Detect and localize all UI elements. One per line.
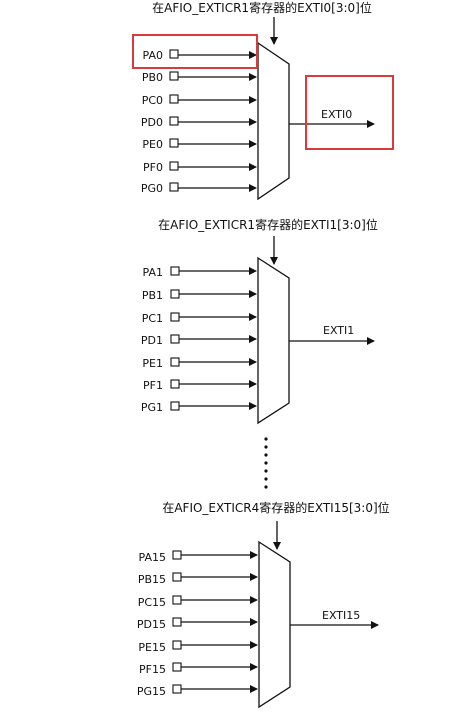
- pin-square-icon: [172, 662, 182, 672]
- pin-square-icon: [169, 138, 179, 148]
- input-pin-row: PB0: [142, 71, 257, 84]
- pin-square-icon: [170, 289, 180, 299]
- input-pin-row: PG15: [137, 684, 258, 698]
- pin-square-icon: [170, 357, 180, 367]
- input-pin-row: PF15: [139, 662, 258, 676]
- pin-square-icon: [172, 550, 182, 560]
- pin-square-icon: [169, 49, 179, 59]
- input-pin-row: PC15: [138, 595, 258, 609]
- block-title: 在AFIO_EXTICR1寄存器的EXTI1[3:0]位: [158, 217, 378, 232]
- pin-square-icon: [169, 116, 179, 126]
- pin-square-icon: [172, 640, 182, 650]
- multiplexer: [258, 540, 291, 709]
- pin-square-icon: [170, 401, 180, 411]
- input-pin-row: PA1: [143, 266, 257, 279]
- pin-label: PA1: [143, 266, 163, 279]
- pin-label: PB15: [138, 573, 166, 586]
- output-label: EXTI1: [323, 324, 354, 337]
- input-pin-row: PB15: [138, 572, 258, 586]
- input-pin-row: PD0: [141, 116, 257, 129]
- input-pin-row: PA0: [143, 49, 257, 62]
- pin-square-icon: [169, 161, 179, 171]
- input-pin-row: PC0: [142, 94, 257, 107]
- mux-block-exti15: 在AFIO_EXTICR4寄存器的EXTI15[3:0]位 EXTI15 PA1…: [137, 500, 390, 709]
- input-pin-row: PG1: [141, 401, 257, 414]
- pin-label: PG15: [137, 685, 166, 698]
- pin-label: PC0: [142, 94, 163, 107]
- input-pin-row: PG0: [141, 182, 257, 195]
- input-pin-row: PE1: [142, 357, 257, 370]
- pin-square-icon: [169, 182, 179, 192]
- pin-label: PB1: [142, 289, 163, 302]
- mux-block-exti1: 在AFIO_EXTICR1寄存器的EXTI1[3:0]位 EXTI1 PA1 P…: [141, 217, 378, 425]
- input-pin-row: PE15: [138, 640, 258, 654]
- pin-label: PC1: [142, 312, 163, 325]
- highlight-box-pa0: [132, 34, 258, 69]
- pin-label: PC15: [138, 596, 166, 609]
- multiplexer: [257, 256, 290, 425]
- input-pin-row: PE0: [142, 138, 257, 151]
- pin-square-icon: [170, 379, 180, 389]
- input-pin-row: PF0: [143, 161, 257, 174]
- pin-square-icon: [170, 334, 180, 344]
- ellipsis-dots: [264, 437, 268, 489]
- pin-label: PA0: [143, 49, 163, 62]
- pin-square-icon: [172, 595, 182, 605]
- pin-square-icon: [169, 71, 179, 81]
- input-pin-row: PD1: [141, 334, 257, 347]
- pin-label: PD0: [141, 116, 163, 129]
- pin-label: PF1: [143, 379, 163, 392]
- pin-label: PG0: [141, 182, 163, 195]
- output-label: EXTI15: [322, 609, 360, 622]
- pin-label: PD1: [141, 334, 163, 347]
- pin-label: PE0: [142, 138, 163, 151]
- pin-label: PG1: [141, 401, 163, 414]
- pin-label: PF0: [143, 161, 163, 174]
- input-pin-row: PA15: [139, 550, 258, 564]
- input-pin-row: PD15: [137, 617, 258, 631]
- pin-square-icon: [172, 684, 182, 694]
- block-title: 在AFIO_EXTICR4寄存器的EXTI15[3:0]位: [162, 500, 389, 515]
- mux-block-exti0: 在AFIO_EXTICR1寄存器的EXTI0[3:0]位 EXTI0 PA0 P…: [132, 0, 394, 201]
- pin-square-icon: [172, 572, 182, 582]
- pin-label: PA15: [139, 551, 166, 564]
- pin-square-icon: [170, 312, 180, 322]
- pin-square-icon: [170, 266, 180, 276]
- input-pin-row: PC1: [142, 312, 257, 325]
- pin-label: PD15: [137, 618, 166, 631]
- pin-label: PE15: [138, 641, 166, 654]
- multiplexer: [257, 41, 290, 201]
- input-pin-row: PB1: [142, 289, 257, 302]
- pin-label: PB0: [142, 71, 163, 84]
- pin-square-icon: [169, 94, 179, 104]
- output-label: EXTI0: [321, 108, 352, 121]
- pin-label: PF15: [139, 663, 166, 676]
- block-title: 在AFIO_EXTICR1寄存器的EXTI0[3:0]位: [152, 0, 372, 15]
- pin-label: PE1: [142, 357, 163, 370]
- input-pin-row: PF1: [143, 379, 257, 392]
- highlight-box-exti0: [305, 75, 394, 150]
- pin-square-icon: [172, 617, 182, 627]
